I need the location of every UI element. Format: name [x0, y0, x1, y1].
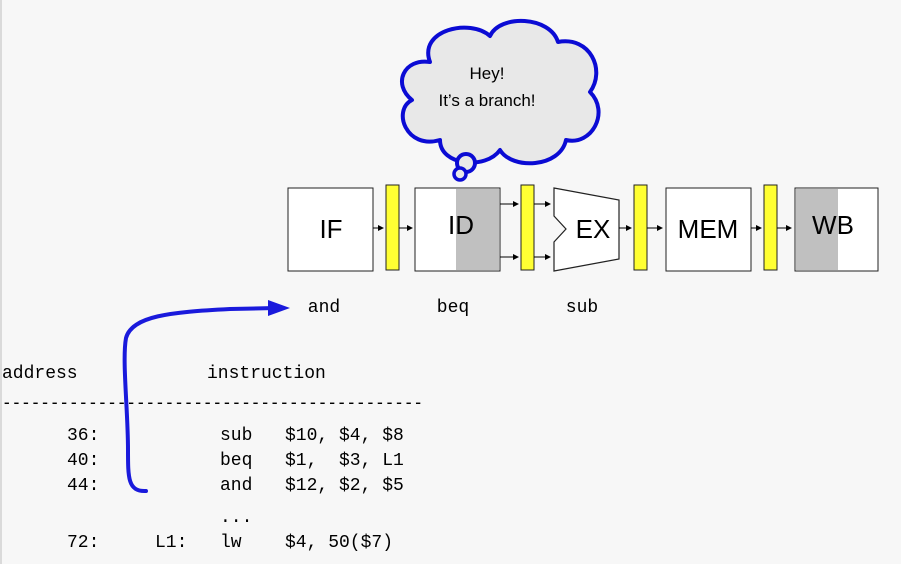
in-flight-id: beq: [437, 298, 469, 318]
id-ex-latch: [520, 184, 535, 271]
id-read-half-shade: [456, 189, 499, 270]
stage-mem: MEM: [665, 187, 752, 272]
mem-wb-latch: [763, 184, 778, 271]
in-flight-if: and: [308, 298, 340, 318]
fetch-arrow: [122, 306, 278, 493]
header-instruction: instruction: [207, 364, 326, 384]
listing-row: 44: and $12, $2, $5: [67, 476, 404, 496]
in-flight-ex: sub: [566, 298, 598, 318]
thought-cloud: Hey! It’s a branch!: [400, 18, 601, 182]
ex-mem-latch: [633, 184, 648, 271]
stage-id: ID: [414, 187, 501, 272]
row-op: beq: [220, 451, 252, 471]
row-address: 72:: [67, 533, 99, 553]
row-args: $1, $3, L1: [285, 451, 404, 471]
stage-wb-label: WB: [812, 210, 854, 240]
fetch-arrow-head-icon: [268, 300, 290, 316]
listing-row: 40: beq $1, $3, L1: [67, 451, 404, 471]
row-op: sub: [220, 426, 252, 446]
row-args: $12, $2, $5: [285, 476, 404, 496]
if-id-latch: [385, 184, 400, 271]
row-op: lw: [220, 533, 242, 553]
row-label: L1:: [155, 533, 187, 553]
callout-line-1: Hey!: [470, 64, 505, 83]
stage-id-label: ID: [448, 210, 474, 240]
code-listing: address instruction --------------------…: [2, 364, 423, 553]
stage-if: IF: [287, 187, 374, 272]
row-address: 40:: [67, 451, 99, 471]
header-divider: ----------------------------------------…: [2, 394, 423, 414]
stage-ex-label: EX: [576, 214, 611, 244]
stage-mem-label: MEM: [678, 214, 739, 244]
row-op: and: [220, 476, 252, 496]
wb-write-half-shade: [796, 189, 838, 270]
listing-row: 72: L1: lw $4, 50($7): [67, 533, 393, 553]
listing-row: 36: sub $10, $4, $8: [67, 426, 404, 446]
callout-line-2: It’s a branch!: [438, 91, 535, 110]
stage-if-label: IF: [319, 214, 342, 244]
row-address: 36:: [67, 426, 99, 446]
row-op: ...: [220, 508, 252, 528]
row-args: $10, $4, $8: [285, 426, 404, 446]
thought-bubble-small: [452, 166, 468, 182]
stage-wb: WB: [794, 187, 879, 272]
header-address: address: [2, 364, 78, 384]
row-args: $4, 50($7): [285, 533, 393, 553]
listing-row: ...: [220, 508, 252, 528]
row-address: 44:: [67, 476, 99, 496]
stage-ex: EX: [553, 187, 620, 272]
